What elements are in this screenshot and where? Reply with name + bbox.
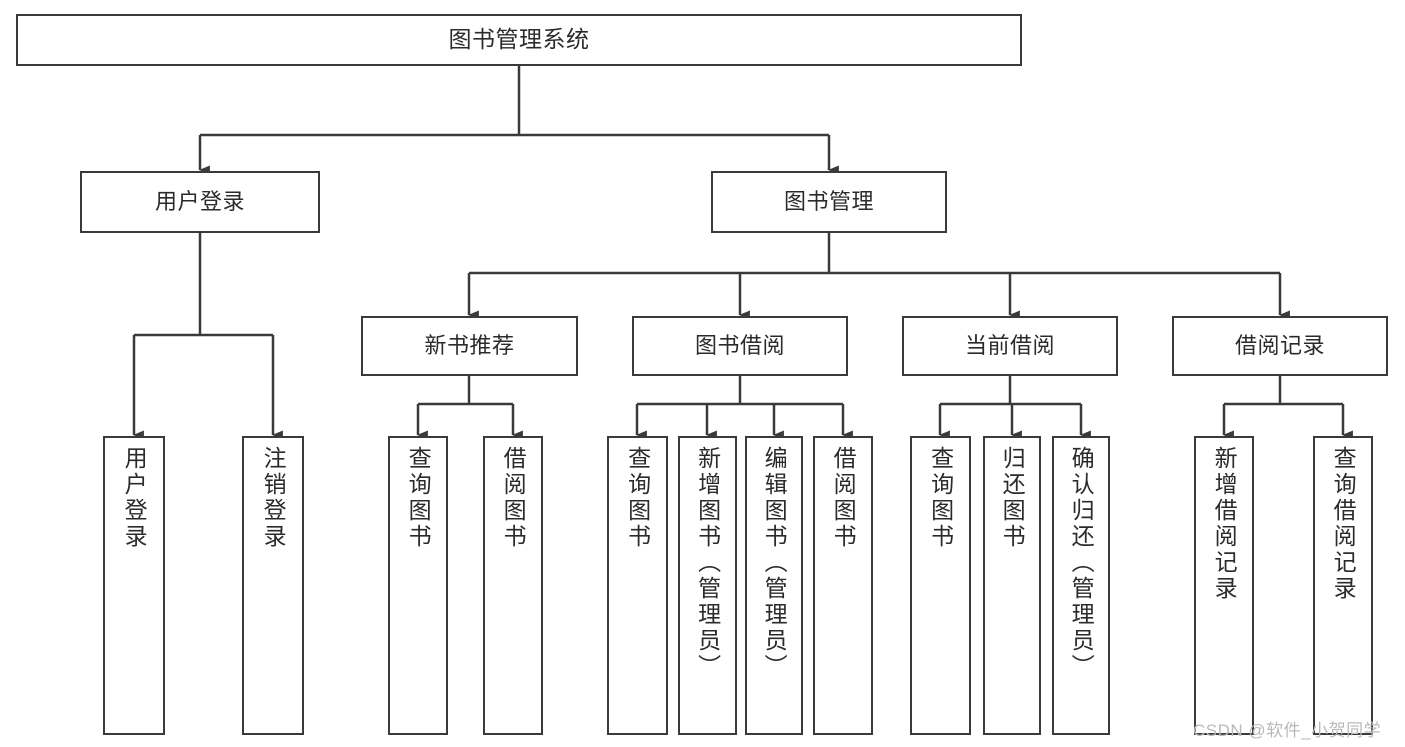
node-leaf-query-record[interactable]: 查询借阅记录	[1313, 436, 1373, 735]
node-leaf-borrow-book-2[interactable]: 借阅图书	[813, 436, 873, 735]
node-leaf-return-book[interactable]: 归还图书	[983, 436, 1041, 735]
node-label-current-borrow: 当前借阅	[964, 333, 1055, 359]
node-label-leaf-user-login: 用户登录	[121, 446, 148, 550]
node-label-leaf-logout: 注销登录	[260, 446, 287, 550]
node-label-leaf-return-book: 归还图书	[999, 446, 1026, 550]
node-label-leaf-query-book-3: 查询图书	[927, 446, 954, 550]
node-label-root: 图书管理系统	[448, 26, 590, 53]
node-leaf-add-record[interactable]: 新增借阅记录	[1194, 436, 1254, 735]
node-borrow-record[interactable]: 借阅记录	[1172, 316, 1388, 376]
node-label-book-manage: 图书管理	[783, 189, 874, 215]
node-book-manage[interactable]: 图书管理	[711, 171, 947, 233]
node-book-borrow[interactable]: 图书借阅	[632, 316, 848, 376]
node-label-user-login: 用户登录	[154, 189, 245, 215]
node-label-leaf-borrow-book-2: 借阅图书	[830, 446, 857, 550]
node-leaf-confirm-return[interactable]: 确认归还（管理员）	[1052, 436, 1110, 735]
node-label-leaf-add-book: 新增图书（管理员）	[694, 446, 721, 680]
node-label-leaf-borrow-book-1: 借阅图书	[500, 446, 527, 550]
node-leaf-borrow-book-1[interactable]: 借阅图书	[483, 436, 543, 735]
node-leaf-logout[interactable]: 注销登录	[242, 436, 304, 735]
node-leaf-edit-book[interactable]: 编辑图书（管理员）	[745, 436, 803, 735]
node-leaf-query-book-2[interactable]: 查询图书	[607, 436, 668, 735]
node-leaf-query-book-1[interactable]: 查询图书	[388, 436, 448, 735]
watermark-label: CSDN @软件_小贺同学	[1193, 721, 1382, 740]
node-label-borrow-record: 借阅记录	[1234, 333, 1325, 359]
node-user-login[interactable]: 用户登录	[80, 171, 320, 233]
node-leaf-add-book[interactable]: 新增图书（管理员）	[678, 436, 737, 735]
node-label-new-book-rec: 新书推荐	[424, 333, 515, 359]
node-label-leaf-query-record: 查询借阅记录	[1330, 446, 1357, 602]
node-current-borrow[interactable]: 当前借阅	[902, 316, 1118, 376]
node-label-leaf-query-book-2: 查询图书	[624, 446, 651, 550]
node-new-book-rec[interactable]: 新书推荐	[361, 316, 578, 376]
node-label-leaf-edit-book: 编辑图书（管理员）	[761, 446, 788, 680]
node-leaf-query-book-3[interactable]: 查询图书	[910, 436, 971, 735]
node-leaf-user-login[interactable]: 用户登录	[103, 436, 165, 735]
node-label-leaf-query-book-1: 查询图书	[405, 446, 432, 550]
node-label-book-borrow: 图书借阅	[694, 333, 785, 359]
node-label-leaf-add-record: 新增借阅记录	[1211, 446, 1238, 602]
node-label-leaf-confirm-return: 确认归还（管理员）	[1068, 446, 1095, 680]
node-root[interactable]: 图书管理系统	[16, 14, 1022, 66]
